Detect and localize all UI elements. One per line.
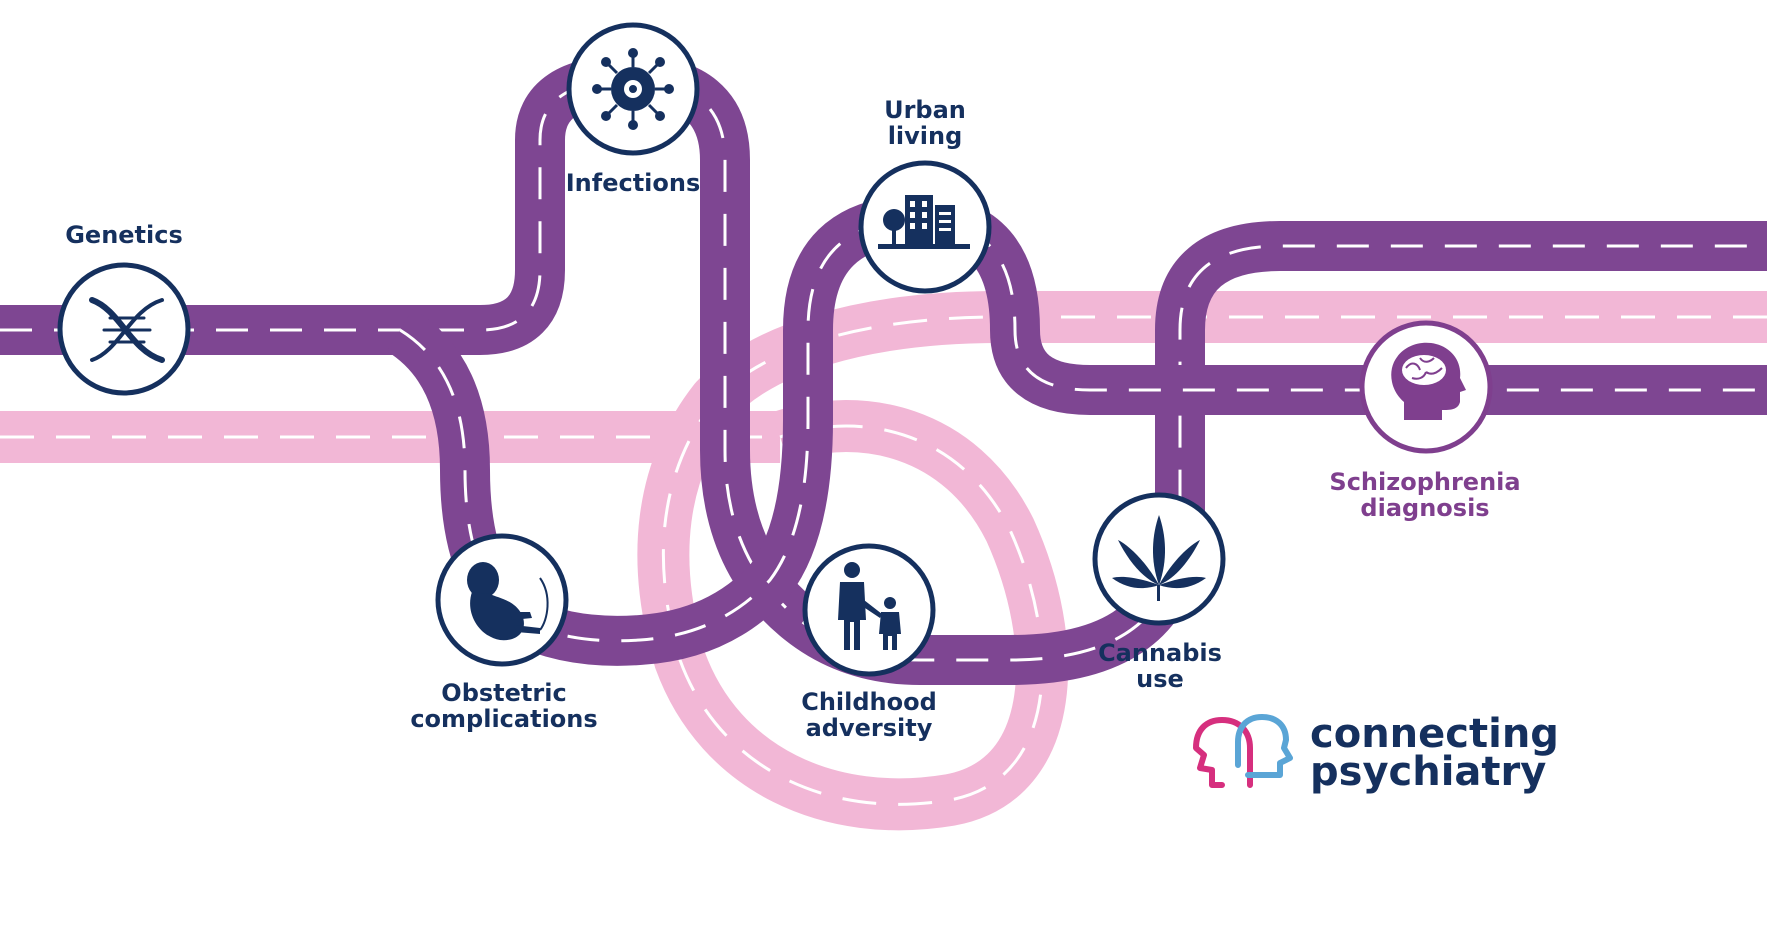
node-obstetric: Obstetric complications xyxy=(410,533,598,733)
childhood-label-line2: adversity xyxy=(806,714,933,742)
two-heads-logo-icon xyxy=(1193,714,1293,788)
node-infections: Infections xyxy=(566,22,701,197)
urban-living-label-line1: Urban xyxy=(884,96,966,124)
urban-living-label-line2: living xyxy=(888,122,963,150)
brand-line2: psychiatry xyxy=(1310,749,1546,795)
cannabis-label-line1: Cannabis xyxy=(1098,639,1222,667)
node-cannabis: Cannabis use xyxy=(1092,492,1226,693)
schizophrenia-label-line2: diagnosis xyxy=(1360,494,1489,522)
city-buildings-icon xyxy=(878,195,970,249)
node-genetics: Genetics xyxy=(57,221,191,396)
node-childhood: Childhood adversity xyxy=(801,543,937,742)
childhood-label-line1: Childhood xyxy=(801,688,937,716)
cannabis-leaf-icon xyxy=(1112,515,1206,601)
brand-logo: connecting psychiatry xyxy=(1193,711,1559,795)
infections-label: Infections xyxy=(566,169,701,197)
parent-child-icon xyxy=(838,562,901,650)
obstetric-label-line2: complications xyxy=(410,705,597,733)
obstetric-label-line1: Obstetric xyxy=(441,679,566,707)
schizophrenia-label-line1: Schizophrenia xyxy=(1329,468,1520,496)
cannabis-label-line2: use xyxy=(1136,665,1184,693)
node-schizophrenia: Schizophrenia diagnosis xyxy=(1329,320,1521,522)
genetics-label: Genetics xyxy=(65,221,183,249)
node-urban-living: Urban living xyxy=(858,96,992,294)
brand-line1: connecting xyxy=(1310,711,1559,757)
brain-head-icon xyxy=(1391,342,1466,420)
virus-icon xyxy=(592,48,674,130)
dna-icon xyxy=(89,297,165,363)
fetus-icon xyxy=(467,562,549,641)
